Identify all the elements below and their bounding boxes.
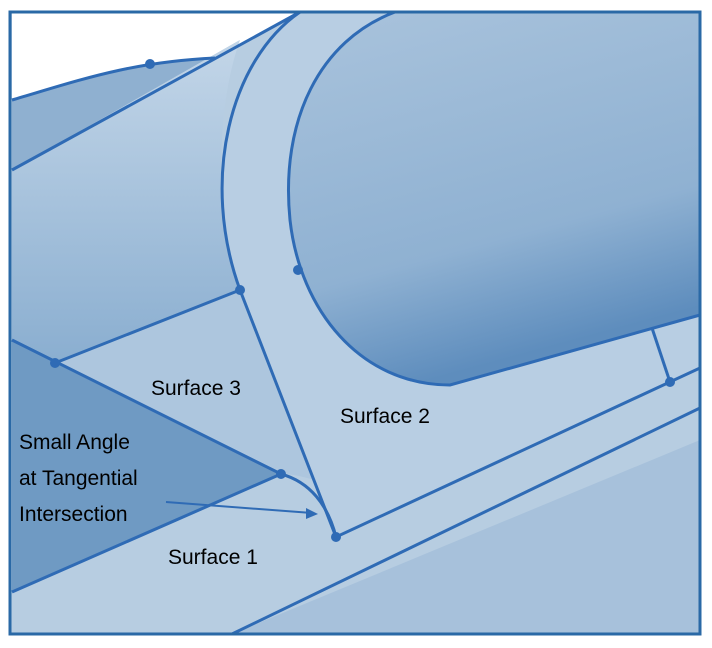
edge-outer-tube: [220, 10, 701, 540]
vertices: [50, 59, 675, 542]
frame-border: [8, 10, 702, 636]
vertex: [50, 358, 60, 368]
edge-lower: [231, 406, 701, 636]
edge-inner-tube: [287, 10, 701, 387]
vertex: [145, 59, 155, 69]
edges: [11, 10, 701, 636]
dark-wedge: [12, 340, 281, 592]
surface-2-region: [222, 12, 700, 537]
annotation-line-1: Small Angle: [19, 431, 130, 454]
vertex: [276, 469, 286, 479]
annotation-line-2: at Tangential: [19, 467, 138, 490]
vertex: [665, 377, 675, 387]
surface-2-label: Surface 2: [340, 405, 430, 428]
lower-band: [232, 440, 700, 634]
annotation-arrow: [165, 501, 318, 519]
surface-1-label: Surface 1: [168, 546, 258, 569]
large-cylinder: [288, 12, 700, 385]
top-left-cylinder: [12, 40, 240, 363]
edge-surface1-top: [11, 472, 282, 594]
vertex: [331, 532, 341, 542]
surface-3-label: Surface 3: [151, 377, 241, 400]
edge-surface3-top: [54, 288, 241, 365]
vertex: [235, 285, 245, 295]
edge-top-cylinder: [11, 10, 301, 172]
vertex: [293, 265, 303, 275]
annotation-line-3: Intersection: [19, 503, 128, 526]
edge-top-curve: [11, 56, 216, 102]
edge-short: [650, 327, 672, 383]
